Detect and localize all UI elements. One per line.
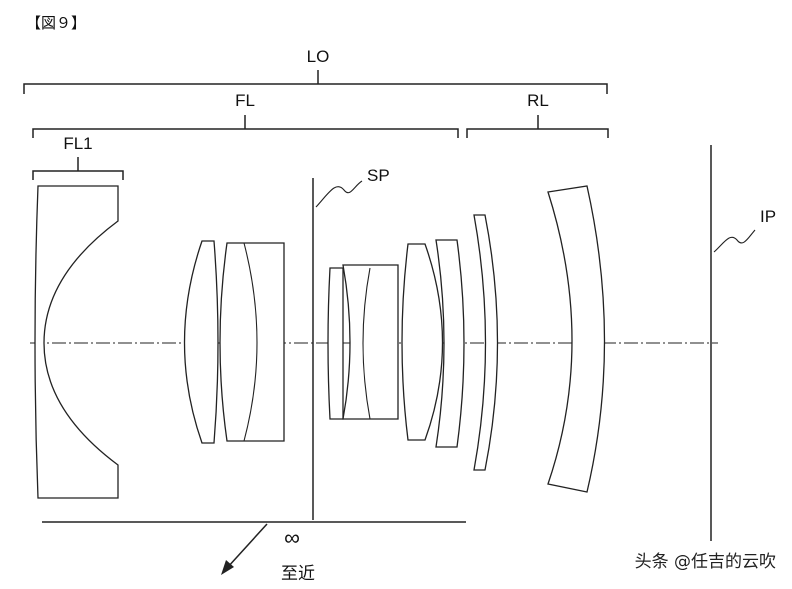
label-sp: SP	[367, 166, 390, 185]
bracket-fl1	[32, 157, 124, 180]
bracket-lo	[23, 70, 608, 94]
label-ip: IP	[760, 207, 776, 226]
label-infinity: ∞	[284, 525, 300, 550]
label-near: 至近	[281, 564, 315, 583]
focus-arrow-head	[221, 560, 234, 575]
figure-label: 【図９】	[26, 14, 86, 32]
lens-6	[435, 239, 465, 448]
label-fl: FL	[235, 91, 255, 110]
lens-8	[547, 185, 606, 493]
lens-doublet-2	[327, 264, 399, 420]
lens-fl1	[34, 185, 119, 499]
label-lo: LO	[307, 47, 330, 66]
bracket-fl	[32, 115, 459, 138]
lens-2	[183, 240, 219, 444]
bracket-rl	[466, 115, 609, 138]
focus-arrow	[226, 523, 268, 569]
label-fl1: FL1	[63, 134, 92, 153]
image-plane-leader	[713, 229, 756, 253]
lens-doublet-1	[219, 242, 285, 442]
lens-7	[473, 214, 499, 471]
label-rl: RL	[527, 91, 549, 110]
stop-leader	[315, 180, 363, 208]
watermark-text: 头条 @任吉的云吹	[635, 552, 776, 572]
lens-5	[401, 243, 444, 441]
